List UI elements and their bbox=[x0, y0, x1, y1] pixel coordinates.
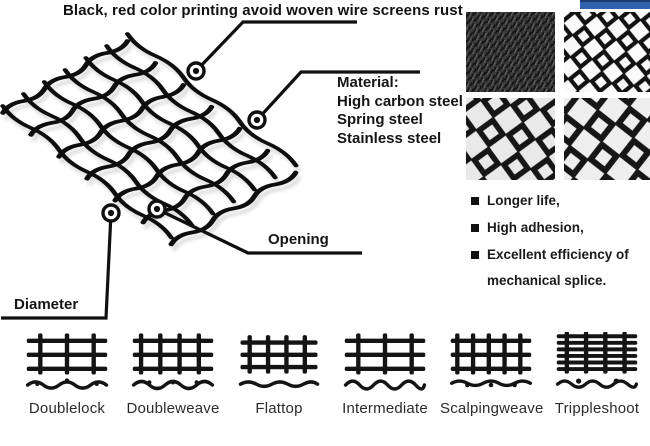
weave-item-trippleshoot: Trippleshoot bbox=[546, 332, 648, 417]
doubleweave-weave-icon bbox=[131, 333, 215, 391]
feature-list: Longer life, High adhesion, Excellent ef… bbox=[471, 188, 643, 295]
weave-item-scalpingweave: Scalpingweave bbox=[440, 332, 544, 417]
weave-label: Scalpingweave bbox=[440, 400, 544, 417]
photo-grid bbox=[466, 12, 650, 180]
weave-item-intermediate: Intermediate bbox=[334, 332, 436, 417]
weave-item-doublelock: Doublelock bbox=[16, 332, 118, 417]
mesh-photo-diamond-left bbox=[466, 98, 555, 180]
scalpingweave-weave-icon bbox=[449, 333, 533, 388]
weave-item-flattop: Flattop bbox=[228, 332, 330, 417]
square-bullet-icon bbox=[471, 224, 479, 232]
mesh-photo-diamond-right bbox=[564, 98, 650, 180]
opening-label: Opening bbox=[268, 231, 329, 248]
weave-type-strip: Doublelock Doubleweave Flattop bbox=[16, 332, 648, 417]
feature-text: Longer life, bbox=[487, 193, 560, 208]
feature-item: Longer life, bbox=[471, 188, 643, 214]
weave-label: Flattop bbox=[255, 400, 303, 417]
diameter-label: Diameter bbox=[14, 296, 79, 313]
woven-mesh-illustration bbox=[0, 32, 299, 247]
feature-item: Excellent efficiency of mechanical splic… bbox=[471, 242, 643, 294]
flattop-weave-icon bbox=[238, 335, 320, 389]
weave-item-doubleweave: Doubleweave bbox=[122, 332, 224, 417]
feature-item: High adhesion, bbox=[471, 215, 643, 241]
material-item: Stainless steel bbox=[337, 129, 442, 147]
page-title: Black, red color printing avoid woven wi… bbox=[63, 2, 463, 19]
weave-label: Intermediate bbox=[342, 400, 428, 417]
doublelock-weave-icon bbox=[25, 333, 109, 390]
weave-label: Trippleshoot bbox=[554, 400, 640, 417]
mesh-photo-diamond-small bbox=[564, 12, 650, 92]
brand-bar bbox=[580, 0, 650, 9]
material-label: Material: High carbon steel Spring steel… bbox=[337, 74, 463, 148]
material-item: High carbon steel bbox=[337, 92, 463, 110]
feature-text: High adhesion, bbox=[487, 220, 584, 235]
weave-label: Doublelock bbox=[28, 400, 106, 417]
feature-text: Excellent efficiency of mechanical splic… bbox=[487, 247, 629, 288]
trippleshoot-weave-icon bbox=[555, 332, 639, 389]
material-item: Spring steel bbox=[337, 111, 423, 128]
material-title: Material: bbox=[337, 74, 399, 91]
weave-label: Doubleweave bbox=[126, 400, 220, 417]
square-bullet-icon bbox=[471, 197, 479, 205]
intermediate-weave-icon bbox=[343, 333, 427, 391]
square-bullet-icon bbox=[471, 251, 479, 259]
mesh-photo-fine bbox=[466, 12, 555, 92]
